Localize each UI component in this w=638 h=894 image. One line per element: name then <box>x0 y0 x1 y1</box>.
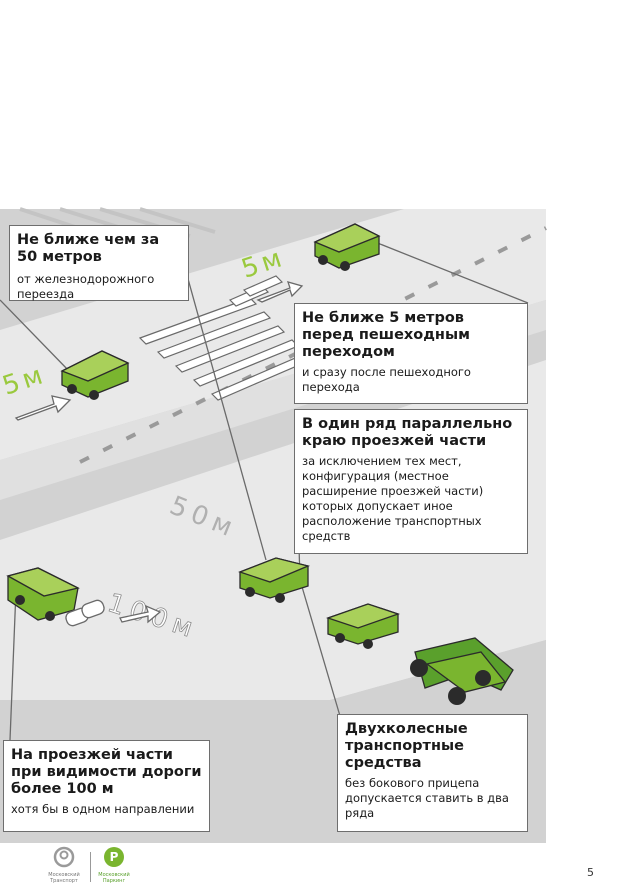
callout-parallel-text: за исключением тех мест, конфигурация (м… <box>302 454 484 543</box>
callout-twowheel-text: без бокового прицепа допускается ставить… <box>345 776 509 820</box>
callout-crossing-text: и сразу после пешеходного перехода <box>302 365 471 394</box>
car-top-right <box>313 223 381 271</box>
callout-parallel: В один ряд параллельно краю проезжей час… <box>294 409 528 554</box>
footer-divider <box>90 852 91 882</box>
callout-twowheel: Двухколесные транспортные средства без б… <box>337 714 528 832</box>
moscow-transport-logo: Московский Транспорт <box>44 846 84 884</box>
page-number: 5 <box>587 866 594 879</box>
moscow-parking-logo: P Московский Паркинг <box>94 846 134 884</box>
logo2-line2: Паркинг <box>102 878 126 884</box>
pedestrian-crossing <box>138 275 308 401</box>
callout-crossing-title: Не ближе 5 метров перед пешеходным перех… <box>302 310 470 360</box>
svg-text:P: P <box>110 850 119 864</box>
callout-crossing: Не ближе 5 метров перед пешеходным перех… <box>294 303 528 404</box>
parking-logo-icon: P <box>104 847 124 867</box>
binoculars-icon <box>65 599 105 627</box>
callout-visibility: На проезжей части при видимости дороги б… <box>3 740 210 832</box>
callout-visibility-text: хотя бы в одном направлении <box>11 802 195 816</box>
callout-twowheel-title: Двухколесные транспортные средства <box>345 721 468 771</box>
arrow-icon <box>14 281 304 624</box>
car-far-left <box>6 567 80 621</box>
callout-railway-title: Не ближе чем за 50 метров <box>17 232 160 265</box>
callout-visibility-title: На проезжей части при видимости дороги б… <box>11 747 202 797</box>
logo1-line2: Транспорт <box>50 878 78 884</box>
logo2-line1: Московский <box>98 872 130 878</box>
car-lower-right <box>325 603 401 649</box>
transport-logo-icon <box>53 846 75 868</box>
car-middle <box>238 557 311 603</box>
callout-railway-text: от железнодорожного переезда <box>17 272 155 301</box>
car-left-crossing <box>60 350 130 400</box>
callout-railway: Не ближе чем за 50 метров от железнодоро… <box>9 225 189 301</box>
logo1-line1: Московский <box>48 872 80 878</box>
motorcycles <box>410 637 514 705</box>
callout-parallel-title: В один ряд параллельно краю проезжей час… <box>302 416 513 449</box>
